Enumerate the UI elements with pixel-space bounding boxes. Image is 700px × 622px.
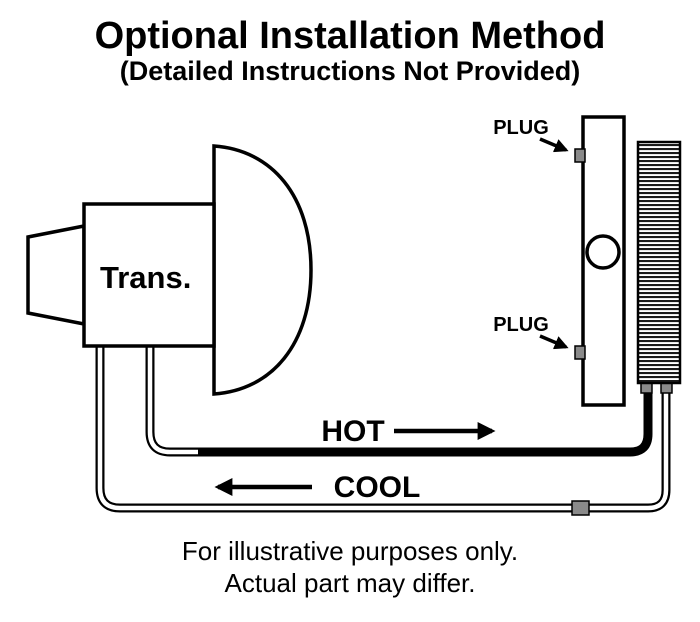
plug-top-arrow-icon — [539, 137, 569, 153]
hot-label: HOT — [321, 415, 384, 448]
plug-bottom — [574, 345, 586, 360]
transmission-body — [82, 202, 216, 348]
cool-hose-core — [97, 346, 669, 511]
page-title: Optional Installation Method — [95, 15, 606, 57]
cool-label: COOL — [334, 471, 421, 504]
footer-line-2: Actual part may differ. — [225, 568, 476, 598]
transmission-label: Trans. — [100, 260, 191, 295]
page-subtitle: (Detailed Instructions Not Provided) — [120, 56, 581, 86]
finned-cooler — [636, 140, 682, 385]
hot-hose-core — [147, 346, 198, 455]
bell-housing — [212, 144, 313, 396]
plug-top-label: PLUG — [493, 117, 549, 139]
plug-bottom-arrow-icon — [539, 334, 569, 350]
plug-top — [574, 148, 586, 163]
footer-line-1: For illustrative purposes only. — [182, 536, 518, 566]
cool-line-fitting — [571, 500, 590, 516]
plug-bottom-label: PLUG — [493, 314, 549, 336]
transmission-tailshaft — [26, 223, 86, 327]
radiator-filler-neck — [585, 234, 621, 270]
